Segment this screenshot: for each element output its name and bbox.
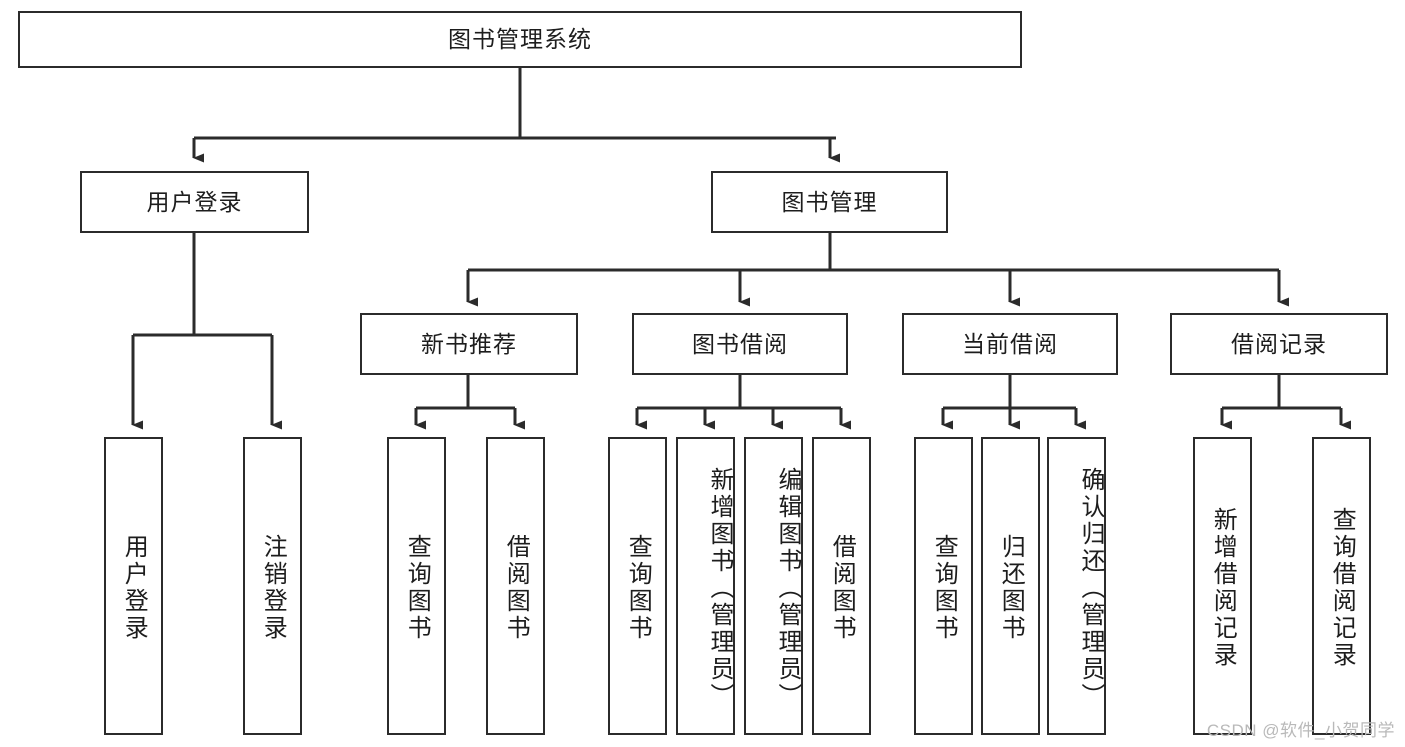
node-label: 编辑图书（管理员） [774,466,801,710]
node-label: 注销登录 [259,534,287,642]
node-label: 查询图书 [930,534,958,642]
leaf-return-book[interactable]: 归还图书 [981,437,1040,735]
leaf-add-book-admin[interactable]: 新增图书（管理员） [676,437,735,735]
leaf-query-book-current[interactable]: 查询图书 [914,437,973,735]
leaf-query-borrow-record[interactable]: 查询借阅记录 [1312,437,1371,735]
node-label: 新增图书（管理员） [706,466,733,710]
node-label: 借阅记录 [1231,330,1327,357]
node-current-borrowing[interactable]: 当前借阅 [902,313,1118,375]
node-borrowing-record[interactable]: 借阅记录 [1170,313,1388,375]
leaf-query-book-borrow[interactable]: 查询图书 [608,437,667,735]
leaf-borrow-book-recommend[interactable]: 借阅图书 [486,437,545,735]
leaf-add-borrow-record[interactable]: 新增借阅记录 [1193,437,1252,735]
node-label: 查询借阅记录 [1328,507,1356,669]
leaf-logout[interactable]: 注销登录 [243,437,302,735]
watermark: CSDN @软件_小贺同学 [1206,721,1395,740]
node-user-login[interactable]: 用户登录 [80,171,309,233]
node-root-book-management-system[interactable]: 图书管理系统 [18,11,1022,68]
node-label: 查询图书 [403,534,431,642]
leaf-user-login[interactable]: 用户登录 [104,437,163,735]
node-new-book-recommendation[interactable]: 新书推荐 [360,313,578,375]
node-label: 归还图书 [997,534,1025,642]
node-label: 用户登录 [120,534,148,642]
node-book-management[interactable]: 图书管理 [711,171,948,233]
node-label: 借阅图书 [828,534,856,642]
node-label: 用户登录 [146,188,243,215]
node-label: 图书管理 [781,188,878,215]
node-label: 查询图书 [624,534,652,642]
leaf-edit-book-admin[interactable]: 编辑图书（管理员） [744,437,803,735]
node-book-borrowing[interactable]: 图书借阅 [632,313,848,375]
node-label: 图书管理系统 [448,26,592,53]
node-label: 新增借阅记录 [1209,507,1237,669]
node-label: 新书推荐 [421,330,517,357]
node-label: 确认归还（管理员） [1077,466,1104,710]
node-label: 当前借阅 [962,330,1058,357]
leaf-query-book-recommend[interactable]: 查询图书 [387,437,446,735]
leaf-borrow-book[interactable]: 借阅图书 [812,437,871,735]
node-label: 借阅图书 [502,534,530,642]
node-label: 图书借阅 [692,330,788,357]
leaf-confirm-return-admin[interactable]: 确认归还（管理员） [1047,437,1106,735]
